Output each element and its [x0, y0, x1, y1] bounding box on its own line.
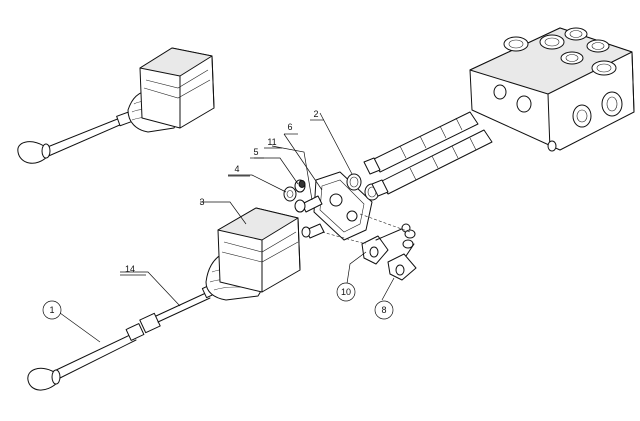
svg-text:1: 1 — [49, 305, 54, 315]
clevis-8 — [387, 229, 417, 281]
svg-text:5: 5 — [253, 147, 258, 157]
callout-2: 2 — [310, 109, 324, 121]
svg-text:2: 2 — [313, 109, 318, 119]
clevis-10 — [361, 223, 411, 265]
svg-text:11: 11 — [267, 137, 276, 147]
spools — [363, 111, 493, 197]
callout-1: 1 — [42, 300, 62, 320]
svg-text:3: 3 — [199, 197, 204, 207]
callout-11: 11 — [264, 137, 282, 149]
exploded-joystick — [27, 207, 301, 391]
valve-body — [469, 27, 635, 152]
svg-text:4: 4 — [234, 164, 239, 174]
assembly-lines — [321, 213, 411, 245]
svg-text:14: 14 — [125, 264, 135, 274]
callout-6: 6 — [284, 122, 298, 135]
callout-4: 4 — [228, 164, 250, 177]
callout-10: 10 — [336, 282, 356, 302]
svg-text:8: 8 — [381, 305, 386, 315]
callout-8: 8 — [374, 300, 394, 320]
callout-3: 3 — [199, 197, 204, 207]
assembled-joystick — [17, 47, 215, 164]
svg-text:6: 6 — [287, 122, 292, 132]
svg-text:10: 10 — [341, 287, 351, 297]
callout-14: 14 — [120, 264, 146, 276]
callout-5: 5 — [250, 147, 264, 159]
